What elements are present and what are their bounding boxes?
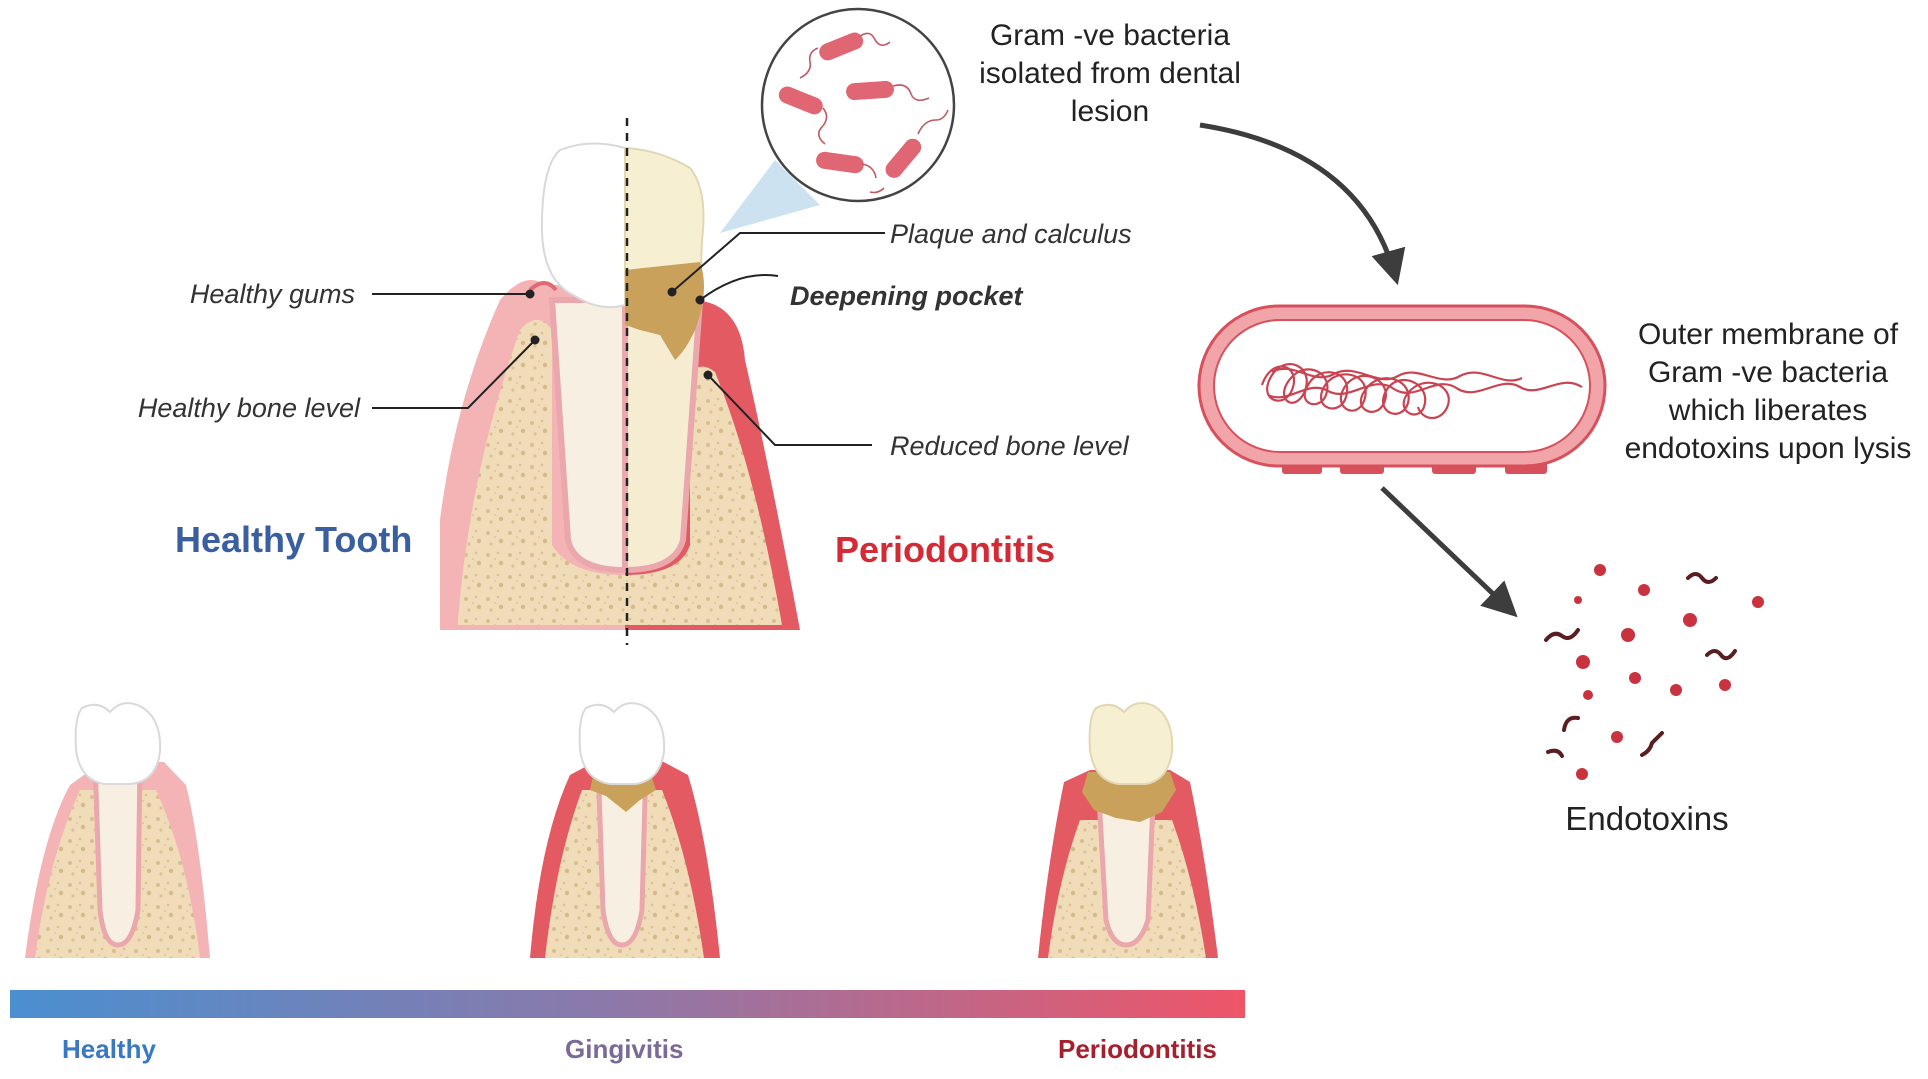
bacteria-label-line1: Gram -ve bacteria bbox=[990, 19, 1230, 52]
membrane-label-line1: Outer membrane of bbox=[1638, 318, 1899, 351]
affected-root bbox=[622, 297, 704, 574]
membrane-label: Outer membrane of Gram -ve bacteria whic… bbox=[1625, 318, 1912, 465]
small-tooth-healthy bbox=[25, 702, 210, 958]
reduced-bone bbox=[625, 366, 782, 625]
healthy-bone bbox=[458, 320, 625, 625]
bacteria-source-label: Gram -ve bacteria isolated from dental l… bbox=[979, 19, 1241, 128]
plaque-calculus bbox=[625, 262, 704, 360]
endotoxin-particles bbox=[1544, 564, 1764, 780]
gram-negative-bacterium bbox=[1197, 304, 1607, 474]
label-healthy-gums: Healthy gums bbox=[190, 279, 355, 309]
bacteria-magnifier bbox=[720, 7, 956, 233]
arrow-to-bacterium bbox=[1199, 122, 1406, 286]
healthy-gum-margin bbox=[528, 281, 558, 292]
label-endotoxins: Endotoxins bbox=[1565, 800, 1728, 837]
leader-lines bbox=[372, 232, 885, 446]
label-plaque-and-calculus: Plaque and calculus bbox=[890, 219, 1132, 249]
small-tooth-periodontitis bbox=[1038, 702, 1218, 958]
membrane-label-line3: which liberates bbox=[1668, 394, 1867, 427]
main-tooth bbox=[440, 118, 800, 645]
label-healthy-bone-level: Healthy bone level bbox=[138, 393, 361, 423]
label-reduced-bone-level: Reduced bone level bbox=[890, 431, 1130, 461]
healthy-crown bbox=[540, 142, 626, 309]
small-tooth-gingivitis bbox=[530, 702, 720, 958]
arrow-to-endotoxins bbox=[1380, 486, 1518, 618]
title-healthy-tooth: Healthy Tooth bbox=[175, 519, 412, 560]
label-deepening-pocket: Deepening pocket bbox=[790, 281, 1024, 311]
scale-label-gingivitis: Gingivitis bbox=[565, 1034, 683, 1064]
scale-label-healthy: Healthy bbox=[62, 1034, 156, 1064]
bacteria-label-line3: lesion bbox=[1071, 95, 1149, 128]
membrane-label-line2: Gram -ve bacteria bbox=[1648, 356, 1888, 389]
bacteria-label-line2: isolated from dental bbox=[979, 57, 1241, 90]
membrane-label-line4: endotoxins upon lysis bbox=[1625, 432, 1912, 465]
bacterial-dna-coil bbox=[1260, 363, 1583, 420]
severity-scale-bar bbox=[10, 990, 1245, 1018]
title-periodontitis: Periodontitis bbox=[835, 529, 1055, 570]
scale-label-periodontitis: Periodontitis bbox=[1058, 1034, 1217, 1064]
